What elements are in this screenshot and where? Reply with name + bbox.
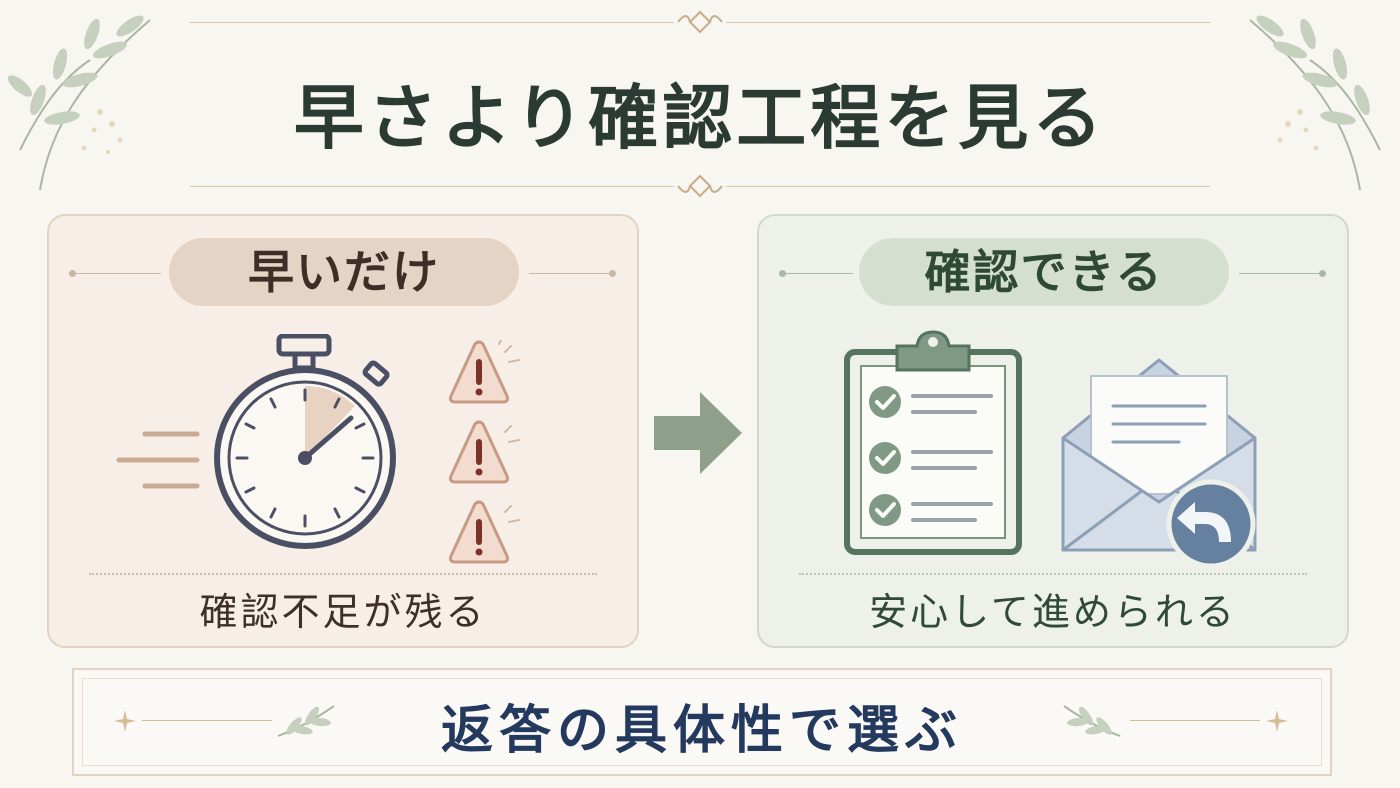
pill-side-dot-left (779, 270, 786, 277)
panel-divider (799, 573, 1307, 575)
sparkle-icon (1266, 710, 1288, 732)
page-title: 早さより確認工程を見る (293, 76, 1107, 159)
speed-lines-icon (116, 431, 200, 489)
can-verify-panel: 確認できる (757, 214, 1349, 648)
fast-only-label: 早いだけ (169, 238, 519, 306)
footer-banner-frame (82, 678, 1322, 766)
warning-icon (449, 340, 520, 404)
footer-text: 返答の具体性で選ぶ (440, 700, 963, 761)
title-ornament-bottom (674, 174, 726, 198)
footer-banner: 返答の具体性で選ぶ (72, 668, 1332, 776)
leaf-ornament-top-right (1249, 15, 1381, 191)
can-verify-label: 確認できる (859, 238, 1229, 306)
footer-line-right (1130, 720, 1260, 721)
arrow-right-icon (654, 392, 742, 474)
pill-side-line-left (781, 273, 853, 274)
warning-icon (449, 500, 520, 564)
sparkle-icon (114, 710, 136, 732)
envelope-reply-icon (1061, 358, 1257, 569)
panel-divider (89, 573, 597, 575)
leaf-sprig-icon (277, 705, 335, 737)
pill-side-dot-right (609, 270, 616, 277)
footer-line-left (142, 720, 272, 721)
pill-side-dot-right (1319, 270, 1326, 277)
pill-side-line-right (1239, 273, 1323, 274)
pill-side-line-right (529, 273, 613, 274)
pill-side-line-left (71, 273, 161, 274)
title-ornament-top (674, 10, 726, 34)
clipboard-checklist-icon (844, 330, 1022, 555)
fast-only-panel: 早いだけ (47, 214, 639, 648)
leaf-sprig-icon (1063, 705, 1121, 737)
fast-only-caption: 確認不足が残る (199, 590, 487, 634)
leaf-ornament-top-left (7, 15, 151, 191)
can-verify-caption: 安心して進められる (869, 590, 1237, 634)
warning-icon (449, 420, 520, 484)
pill-side-dot-left (69, 270, 76, 277)
stopwatch-icon (214, 334, 396, 549)
